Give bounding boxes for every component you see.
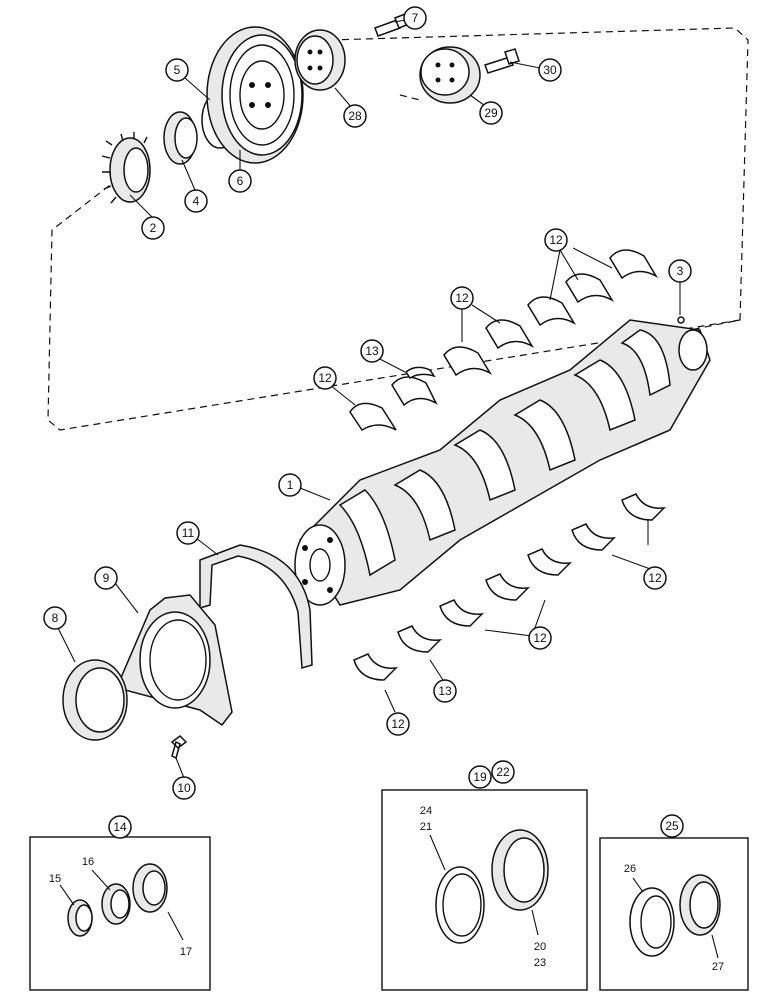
svg-text:13: 13 (438, 684, 452, 698)
housing-bolt (170, 735, 188, 760)
svg-text:25: 25 (665, 819, 679, 833)
callout-13-lower: 13 (433, 679, 457, 703)
callout-6: 6 (228, 169, 252, 193)
callout-10: 10 (172, 776, 196, 800)
inset-14-rings (67, 863, 168, 937)
lower-bearing-shells (353, 493, 667, 681)
rear-gasket (199, 544, 313, 669)
label-23: 23 (534, 957, 546, 969)
svg-text:7: 7 (412, 11, 419, 25)
svg-text:3: 3 (677, 264, 684, 278)
svg-text:12: 12 (318, 371, 332, 385)
crankshaft (294, 319, 711, 606)
svg-text:13: 13 (365, 344, 379, 358)
rear-seal-housing (119, 594, 233, 727)
svg-text:22: 22 (496, 765, 510, 779)
callout-12-lower-mid: 12 (528, 626, 552, 650)
svg-text:12: 12 (391, 717, 405, 731)
callout-2: 2 (141, 216, 165, 240)
inset-box-19-22 (381, 789, 588, 991)
callout-29: 29 (479, 101, 503, 125)
svg-text:30: 30 (543, 63, 557, 77)
svg-text:8: 8 (52, 611, 59, 625)
callout-7: 7 (403, 6, 427, 30)
svg-text:29: 29 (484, 106, 498, 120)
svg-text:12: 12 (455, 291, 469, 305)
vibration-damper (294, 29, 346, 91)
upper-bearing-shells (349, 249, 659, 432)
callout-4: 4 (184, 189, 208, 213)
inset-25-rings (629, 874, 721, 957)
callout-25: 25 (660, 814, 684, 838)
callout-12-lower-right: 12 (643, 566, 667, 590)
callout-5: 5 (165, 58, 189, 82)
callout-14: 14 (108, 815, 132, 839)
svg-text:14: 14 (113, 820, 127, 834)
svg-text:10: 10 (177, 781, 191, 795)
inset-box-25 (599, 837, 749, 991)
label-20: 20 (534, 941, 546, 953)
callout-1: 1 (278, 473, 302, 497)
callout-12-lower-left: 12 (386, 712, 410, 736)
callout-22: 22 (491, 760, 515, 784)
label-17: 17 (180, 946, 192, 958)
callout-8: 8 (43, 606, 67, 630)
pulley (206, 26, 304, 164)
svg-text:12: 12 (549, 233, 563, 247)
label-15: 15 (49, 873, 61, 885)
label-27: 27 (712, 961, 724, 973)
callout-12-upper-mid: 12 (450, 286, 474, 310)
label-26: 26 (624, 863, 636, 875)
rear-seal (62, 659, 128, 741)
assembly-dashed-outline (47, 27, 749, 431)
svg-text:9: 9 (103, 571, 110, 585)
callout-12-upper-left: 12 (313, 366, 337, 390)
callout-19: 19 (468, 765, 492, 789)
svg-text:1: 1 (287, 478, 294, 492)
callout-28: 28 (343, 104, 367, 128)
svg-text:6: 6 (237, 174, 244, 188)
callout-9: 9 (94, 566, 118, 590)
svg-text:28: 28 (348, 109, 362, 123)
callout-3: 3 (668, 259, 692, 283)
svg-text:2: 2 (150, 221, 157, 235)
label-21: 21 (420, 821, 432, 833)
leader-lines (57, 19, 719, 959)
label-24: 24 (420, 805, 432, 817)
front-ring (163, 111, 198, 165)
svg-text:11: 11 (182, 526, 195, 540)
svg-text:19: 19 (473, 770, 487, 784)
callout-11: 11 (176, 521, 200, 545)
callout-30: 30 (538, 58, 562, 82)
callout-12-upper-right: 12 (544, 228, 568, 252)
crankshaft-gear (101, 132, 151, 204)
svg-text:4: 4 (193, 194, 200, 208)
inset-19-22-rings (435, 829, 549, 944)
svg-text:12: 12 (648, 571, 662, 585)
callout-13-upper: 13 (360, 339, 384, 363)
plug (677, 316, 685, 324)
label-16: 16 (82, 856, 94, 868)
svg-text:12: 12 (533, 631, 547, 645)
damper-plate (419, 46, 481, 104)
plate-bolt (484, 48, 520, 74)
svg-text:5: 5 (174, 63, 181, 77)
